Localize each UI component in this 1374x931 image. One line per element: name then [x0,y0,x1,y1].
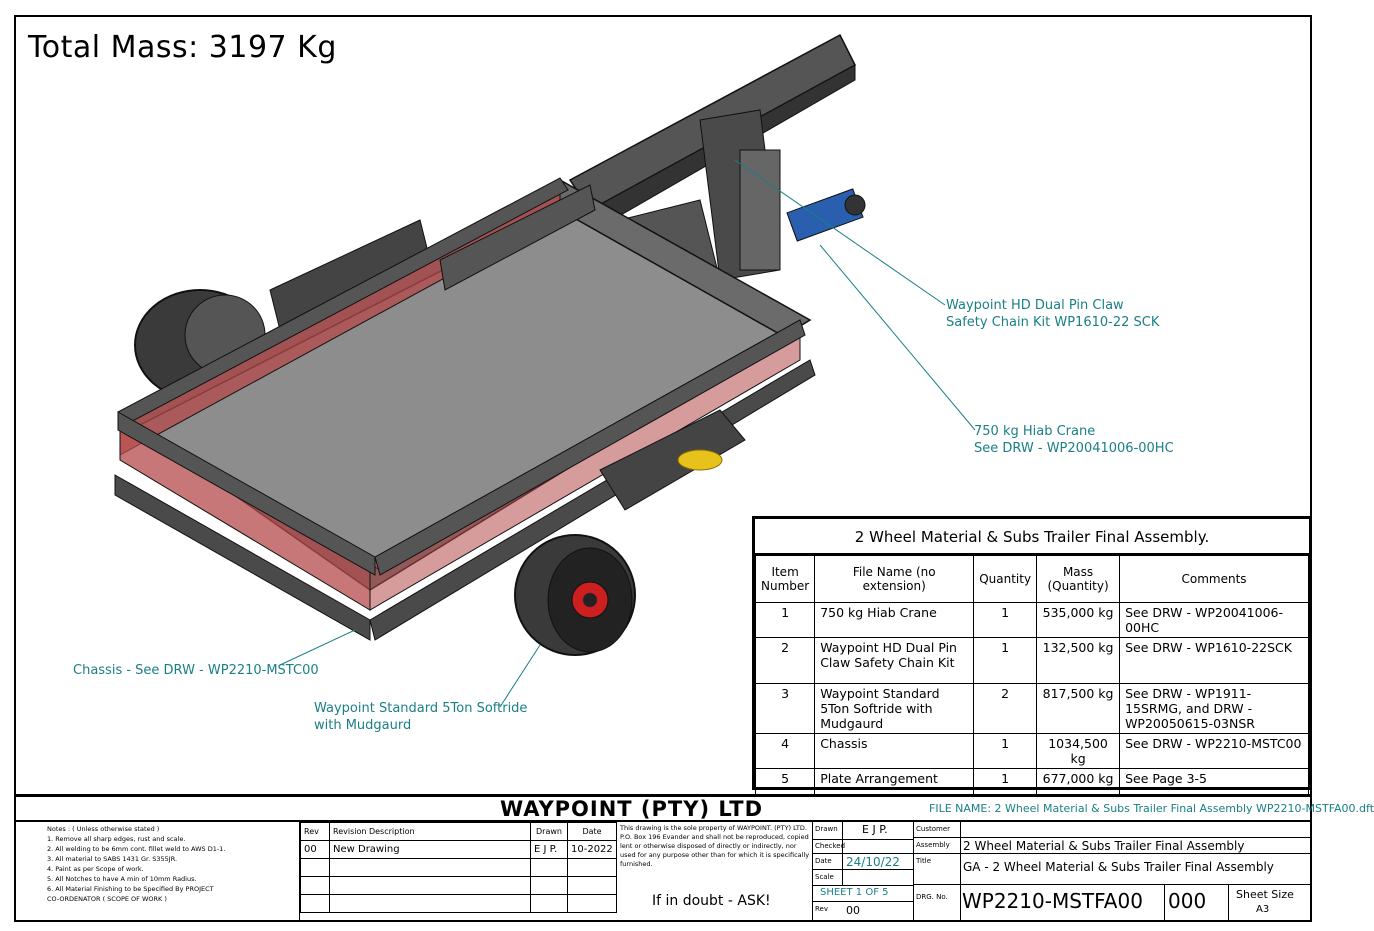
callout-softride-line2: with Mudgaurd [314,718,412,733]
bom-mass: 132,500 kg [1036,637,1121,684]
legal-notice: This drawing is the sole property of WAY… [620,824,810,868]
company-name: WAYPOINT (PTY) LTD [500,797,764,821]
drawn-value: E J P. [862,823,888,836]
bom-mass: 817,500 kg [1036,683,1121,734]
bom-file: Plate Arrangement [814,768,975,797]
customer-label: Customer [916,825,951,833]
scale-label: Scale [815,873,834,881]
bom-header-comments: Comments [1119,555,1309,603]
bom-header-item: Item Number [754,555,816,603]
drawing-frame [14,15,1312,922]
table-row: 4 Chassis 1 1034,500 kg See DRW - WP2210… [754,733,1309,769]
bom-file: 750 kg Hiab Crane [814,602,975,638]
note-line: 1. Remove all sharp edges, rust and scal… [47,835,186,843]
drawing-revision: 000 [1168,889,1207,913]
callout-claw-line1: Waypoint HD Dual Pin Claw [946,298,1124,313]
title-value: GA - 2 Wheel Material & Subs Trailer Fin… [963,860,1274,874]
bom-mass: 677,000 kg [1036,768,1121,797]
note-line: 6. All Material Finishing to be Specifie… [47,885,214,893]
sheet-size-label: Sheet Size [1236,888,1294,901]
checked-label: Checked [815,842,846,850]
note-line: 5. All Notches to have A min of 10mm Rad… [47,875,197,883]
bom-qty: 1 [973,768,1038,797]
bom-comment: See DRW - WP1610-22SCK [1119,637,1309,684]
callout-claw: Waypoint HD Dual Pin Claw Safety Chain K… [946,297,1159,331]
rev-number: 00 [846,904,860,917]
note-line: Notes : ( Unless otherwise stated ) [47,825,160,833]
date-value: 24/10/22 [846,855,900,869]
bom-qty: 2 [973,683,1038,734]
callout-crane-line1: 750 kg Hiab Crane [974,424,1096,439]
callout-chassis: Chassis - See DRW - WP2210-MSTC00 [73,663,319,678]
drawing-number: WP2210-MSTFA00 [962,889,1143,913]
bom-file: Waypoint HD Dual Pin Claw Safety Chain K… [814,637,975,684]
bom-item: 2 [754,637,816,684]
drawn-label: Drawn [815,825,838,833]
table-row: 1 750 kg Hiab Crane 1 535,000 kg See DRW… [754,602,1309,638]
note-line: 2. All welding to be 6mm cont. fillet we… [47,845,226,853]
bom-comment: See DRW - WP20041006-00HC [1119,602,1309,638]
table-row: 3 Waypoint Standard 5Ton Softride with M… [754,683,1309,734]
bom-file: Chassis [814,733,975,769]
rev-value: 00 [300,840,330,859]
bom-header-mass: Mass (Quantity) [1036,555,1121,603]
bom-item: 5 [754,768,816,797]
bom-table: 2 Wheel Material & Subs Trailer Final As… [752,516,1312,797]
rev-header: Rev [300,822,330,841]
date-label: Date [815,857,832,865]
rev-drawn-header: Drawn [530,822,568,841]
rev-drawn-value: E J P. [530,840,568,859]
bom-file: Waypoint Standard 5Ton Softride with Mud… [814,683,975,734]
note-line: 4. Paint as per Scope of work. [47,865,144,873]
note-line: CO-ORDENATOR ( SCOPE OF WORK ) [47,895,167,903]
table-row: 5 Plate Arrangement 1 677,000 kg See Pag… [754,768,1309,797]
bom-comment: See DRW - WP1911-15SRMG, and DRW - WP200… [1119,683,1309,734]
rev-date-value: 10-2022 [567,840,617,859]
rev-label: Rev [815,905,828,913]
note-line: 3. All material to SABS 1431 Gr. S355JR. [47,855,178,863]
callout-claw-line2: Safety Chain Kit WP1610-22 SCK [946,315,1160,330]
assembly-value: 2 Wheel Material & Subs Trailer Final As… [963,839,1245,853]
file-name: FILE NAME: 2 Wheel Material & Subs Trail… [929,802,1374,815]
bom-title: 2 Wheel Material & Subs Trailer Final As… [755,519,1309,555]
bom-item: 4 [754,733,816,769]
bom-item: 1 [754,602,816,638]
table-row: 2 Waypoint HD Dual Pin Claw Safety Chain… [754,637,1309,684]
callout-crane-line2: See DRW - WP20041006-00HC [974,441,1174,456]
callout-crane: 750 kg Hiab Crane See DRW - WP20041006-0… [974,423,1174,457]
title-label: Title [916,857,932,865]
bom-qty: 1 [973,602,1038,638]
sheet-number: SHEET 1 OF 5 [820,887,889,898]
callout-softride-line1: Waypoint Standard 5Ton Softride [314,701,528,716]
bom-qty: 1 [973,733,1038,769]
callout-softride: Waypoint Standard 5Ton Softride with Mud… [314,700,527,734]
assembly-label: Assembly [916,841,950,849]
rev-date-header: Date [567,822,617,841]
trailer-illustration [114,33,976,708]
rev-desc-value: New Drawing [329,840,531,859]
bom-header-qty: Quantity [973,555,1038,603]
drg-label: DRG. No. [916,893,948,901]
bom-comment: See Page 3-5 [1119,768,1309,797]
bom-mass: 535,000 kg [1036,602,1121,638]
bom-comment: See DRW - WP2210-MSTC00 [1119,733,1309,769]
revision-table: Rev Revision Description Drawn Date 00 N… [300,822,617,913]
total-mass: Total Mass: 3197 Kg [28,30,337,65]
notes-block: Notes : ( Unless otherwise stated ) 1. R… [44,822,300,920]
doubt-notice: If in doubt - ASK! [652,893,771,909]
bom-mass: 1034,500 kg [1036,733,1121,769]
rev-desc-header: Revision Description [329,822,531,841]
bom-header-row: Item Number File Name (no extension) Qua… [754,555,1309,603]
bom-header-file: File Name (no extension) [814,555,975,603]
bom-item: 3 [754,683,816,734]
sheet-size-value: A3 [1256,904,1270,915]
company-row: WAYPOINT (PTY) LTD FILE NAME: 2 Wheel Ma… [16,794,1374,822]
bom-qty: 1 [973,637,1038,684]
